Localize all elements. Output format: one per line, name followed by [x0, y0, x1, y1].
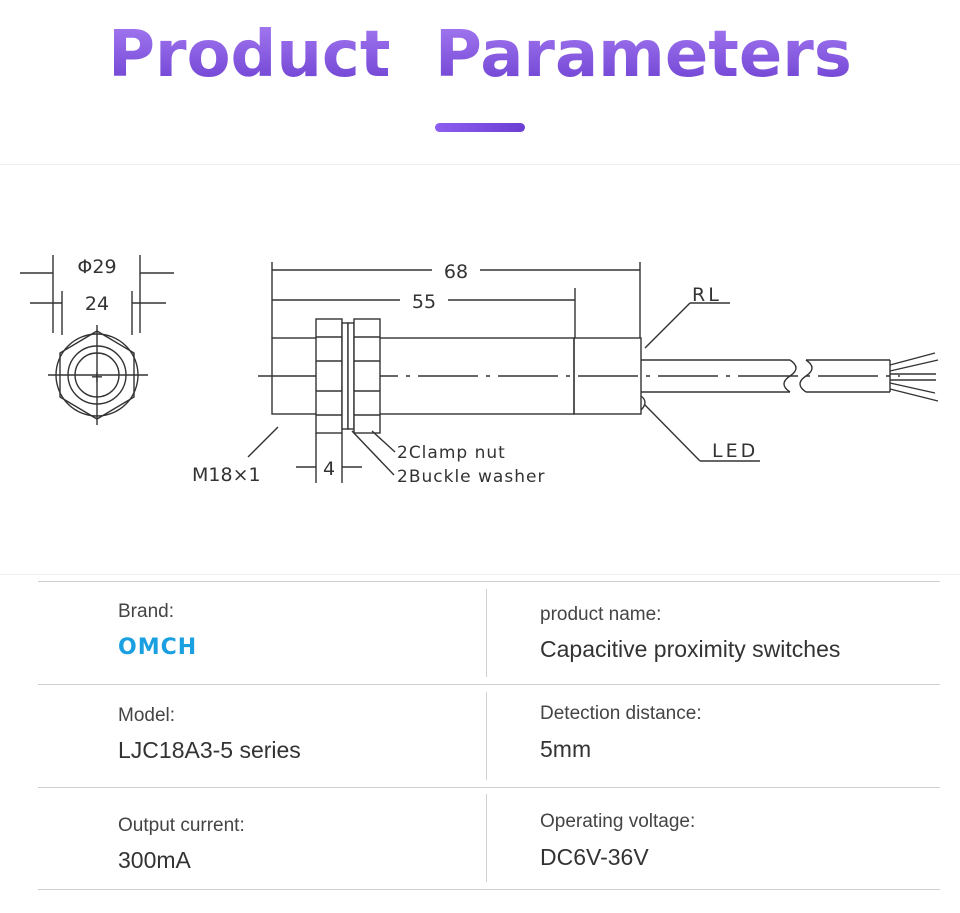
- brand-cell: Brand: OMCH: [118, 601, 197, 660]
- model-value: LJC18A3-5 series: [118, 737, 301, 763]
- table-divider-3: [486, 794, 487, 882]
- table-rule-2: [38, 787, 940, 788]
- clamp-nut-2: [353, 318, 381, 434]
- sensor-rear-housing: [573, 337, 642, 415]
- brand-label: Brand:: [118, 601, 174, 622]
- end-view-outer-circle: [55, 333, 139, 417]
- detection-distance-value: 5mm: [540, 736, 592, 762]
- table-rule-1: [38, 684, 940, 685]
- page-header: Product Parameters: [0, 0, 960, 165]
- wire-3: [889, 382, 939, 402]
- dim-nut-width: 4: [323, 458, 335, 480]
- label-rl: RL: [692, 284, 722, 306]
- buckle-washer-2: [347, 322, 355, 430]
- label-buckle-washer: 2Buckle washer: [397, 467, 545, 487]
- model-cell: Model: LJC18A3-5 series: [118, 705, 301, 764]
- table-divider-1: [486, 589, 487, 677]
- title-underline: [435, 123, 525, 132]
- header-divider: [0, 164, 960, 165]
- label-clamp-nut: 2Clamp nut: [397, 443, 506, 463]
- wire-2: [890, 373, 936, 381]
- operating-voltage-cell: Operating voltage: DC6V-36V: [540, 811, 695, 871]
- clamp-nut-1: [315, 318, 343, 434]
- section-divider: [0, 574, 960, 575]
- output-current-value: 300mA: [118, 847, 191, 873]
- output-current-label: Output current:: [118, 815, 245, 836]
- end-view-face-circle: [74, 352, 120, 398]
- product-name-cell: product name: Capacitive proximity switc…: [540, 604, 840, 663]
- label-led: LED: [712, 440, 758, 462]
- buckle-washer-1: [341, 322, 349, 430]
- model-label: Model:: [118, 705, 176, 726]
- detection-distance-cell: Detection distance: 5mm: [540, 703, 702, 763]
- table-rule-bottom: [38, 889, 940, 890]
- table-rule-top: [38, 581, 940, 582]
- dim-outer-diameter: Φ29: [77, 256, 116, 278]
- output-current-cell: Output current: 300mA: [118, 815, 245, 874]
- end-view-hex: [59, 330, 135, 420]
- product-name-value: Capacitive proximity switches: [540, 636, 841, 662]
- dimension-diagram: Φ29 24 68 55 RL LED M18×1 4 2Clamp nut 2…: [0, 165, 960, 575]
- dim-body-length: 55: [412, 291, 436, 313]
- brand-logo: OMCH: [118, 635, 198, 660]
- table-divider-2: [486, 692, 487, 780]
- end-view-thread-circle: [67, 345, 127, 405]
- page-title: Product Parameters: [0, 18, 960, 92]
- dim-inner-size: 24: [85, 293, 109, 315]
- plus-icon: +: [90, 367, 103, 386]
- dim-total-length: 68: [444, 261, 468, 283]
- detection-distance-label: Detection distance:: [540, 703, 702, 724]
- product-name-label: product name:: [540, 604, 662, 625]
- dimension-drawing: Φ29 24 68 55 RL LED M18×1 4 2Clamp nut 2…: [20, 255, 939, 487]
- led-indicator: [640, 395, 646, 411]
- operating-voltage-label: Operating voltage:: [540, 811, 696, 832]
- operating-voltage-value: DC6V-36V: [540, 844, 649, 870]
- label-thread: M18×1: [192, 464, 261, 486]
- wire-1: [889, 352, 939, 372]
